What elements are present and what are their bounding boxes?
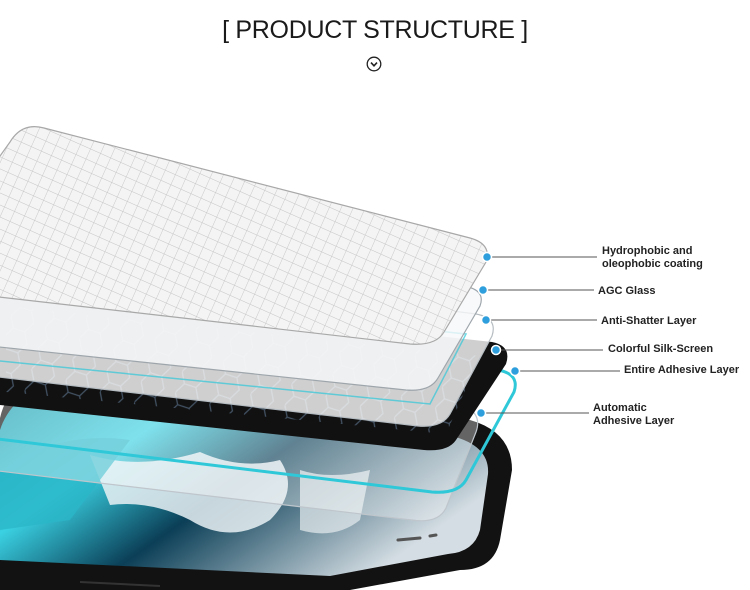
layer-markers [475,251,521,419]
marker-dot-icon [475,407,487,419]
callout-line: Adhesive Layer [593,415,675,427]
chevron-down-circle-icon[interactable] [366,56,382,72]
callout-anti-shatter: Anti-Shatter Layer [601,315,696,328]
callout-line: Colorful Silk-Screen [608,343,714,355]
callout-silk-screen: Colorful Silk-Screen [608,343,713,356]
page-title: [ PRODUCT STRUCTURE ] [222,16,528,44]
callout-hydrophobic-coating: Hydrophobic and oleophobic coating [602,245,703,271]
marker-dot-icon [481,251,493,263]
callout-agc-glass: AGC Glass [598,285,655,298]
callout-line: Hydrophobic and [602,245,693,257]
callout-line: Anti-Shatter Layer [601,315,697,327]
callout-line: AGC Glass [598,285,656,297]
callout-entire-adhesive: Entire Adhesive Layer [624,364,739,377]
marker-dot-icon [509,365,521,377]
callout-line: oleophobic coating [602,258,703,270]
callout-line: Entire Adhesive Layer [624,364,740,376]
marker-dot-icon [480,314,492,326]
leader-lines [483,256,620,414]
layer-hydrophobic-coating [0,126,488,345]
callout-line: Automatic [593,402,647,414]
marker-dot-icon [490,344,502,356]
marker-dot-icon [477,284,489,296]
callout-automatic-adhesive: Automatic Adhesive Layer [593,402,674,428]
